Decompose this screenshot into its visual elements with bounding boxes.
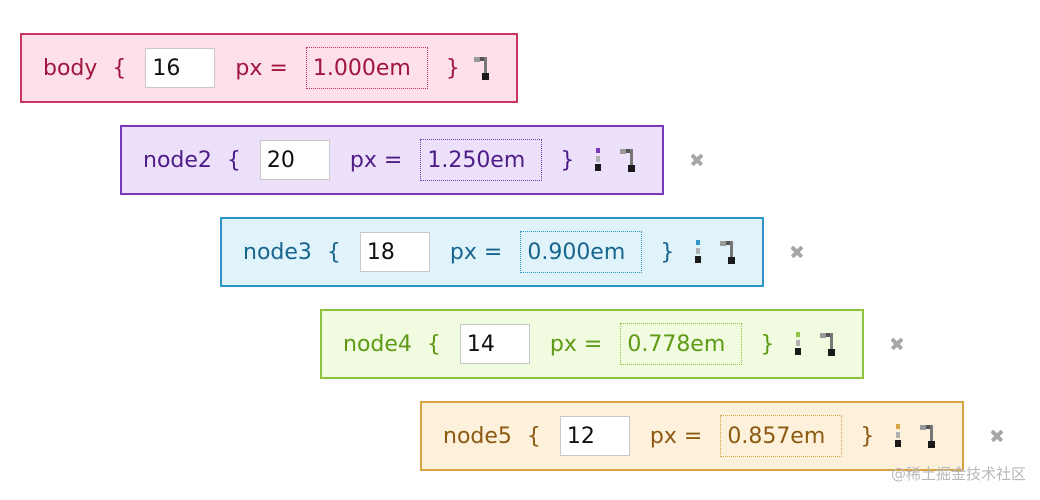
node-row-node2: node2 { px = 1.250em} bbox=[120, 125, 664, 195]
em-result-value: 0.857em bbox=[720, 415, 843, 457]
open-brace: { bbox=[326, 239, 341, 265]
split-node-icon[interactable] bbox=[690, 240, 706, 264]
remove-node-icon[interactable] bbox=[688, 151, 706, 169]
watermark: @稀土掘金技术社区 bbox=[890, 465, 1026, 483]
node-name: node5 bbox=[443, 423, 512, 449]
close-brace: } bbox=[860, 423, 875, 449]
open-brace: { bbox=[112, 55, 127, 81]
add-child-node-icon[interactable] bbox=[820, 332, 836, 356]
node-name: node4 bbox=[343, 331, 412, 357]
close-brace: } bbox=[760, 331, 775, 357]
node-name: node3 bbox=[243, 239, 312, 265]
node-row-node3: node3 { px = 0.900em} bbox=[220, 217, 764, 287]
px-value-input[interactable] bbox=[259, 140, 330, 180]
add-child-node-icon[interactable] bbox=[473, 56, 490, 80]
add-child-node-icon[interactable] bbox=[920, 424, 936, 448]
open-brace: { bbox=[426, 331, 441, 357]
px-value-input[interactable] bbox=[459, 324, 530, 364]
node-row-body: body { px = 1.000em} bbox=[20, 33, 518, 103]
add-child-node-icon[interactable] bbox=[720, 240, 736, 264]
remove-node-icon[interactable] bbox=[888, 335, 906, 353]
node-name: node2 bbox=[143, 147, 212, 173]
close-brace: } bbox=[560, 147, 575, 173]
px-equals-label: px = bbox=[649, 423, 703, 449]
px-equals-label: px = bbox=[549, 331, 603, 357]
px-equals-label: px = bbox=[349, 147, 403, 173]
px-equals-label: px = bbox=[449, 239, 503, 265]
split-node-icon[interactable] bbox=[890, 424, 906, 448]
px-value-input[interactable] bbox=[359, 232, 430, 272]
remove-node-icon[interactable] bbox=[988, 427, 1006, 445]
remove-node-icon[interactable] bbox=[788, 243, 806, 261]
split-node-icon[interactable] bbox=[590, 148, 606, 172]
em-result-value: 1.250em bbox=[420, 139, 543, 181]
split-node-icon[interactable] bbox=[790, 332, 806, 356]
node-row-node5: node5 { px = 0.857em} bbox=[420, 401, 964, 471]
add-child-node-icon[interactable] bbox=[620, 148, 636, 172]
px-value-input[interactable] bbox=[559, 416, 630, 456]
node-row-node4: node4 { px = 0.778em} bbox=[320, 309, 864, 379]
em-result-value: 0.778em bbox=[620, 323, 743, 365]
px-equals-label: px = bbox=[235, 55, 288, 81]
close-brace: } bbox=[445, 55, 460, 81]
px-value-input[interactable] bbox=[145, 48, 216, 88]
em-result-value: 1.000em bbox=[305, 47, 428, 89]
open-brace: { bbox=[226, 147, 241, 173]
close-brace: } bbox=[660, 239, 675, 265]
open-brace: { bbox=[526, 423, 541, 449]
node-name: body bbox=[43, 55, 98, 81]
em-result-value: 0.900em bbox=[520, 231, 643, 273]
